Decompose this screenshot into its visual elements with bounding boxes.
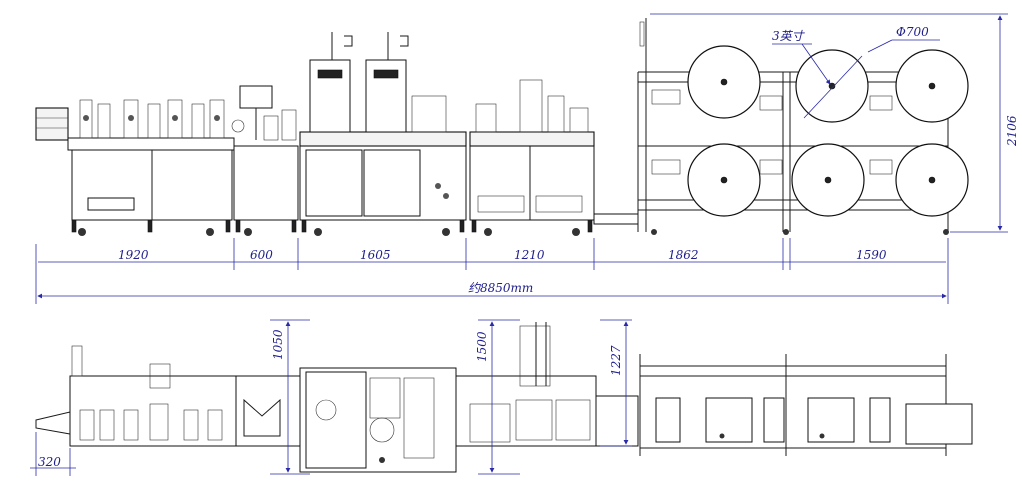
dim-segment-5: 1862 <box>668 248 699 262</box>
reel-annotations: 3英寸 Φ700 <box>772 25 940 119</box>
section-welding <box>231 85 299 236</box>
top-dim-1227: 1227 <box>609 345 623 376</box>
section-forming <box>299 32 467 236</box>
height-dimension: 2106 <box>650 13 1019 233</box>
infeed-nose <box>35 411 71 435</box>
reel-diameter-label: Φ700 <box>896 25 929 39</box>
conveyor-bridge <box>593 213 639 225</box>
dim-segment-1: 1920 <box>118 248 149 262</box>
reel-rack <box>637 18 969 235</box>
dim-segment-4: 1210 <box>514 248 545 262</box>
front-view: 3英寸 Φ700 2106 1920 600 1605 1210 1 <box>35 13 1019 304</box>
top-view: 1050 1500 1227 320 <box>30 319 973 476</box>
reel-core-label: 3英寸 <box>772 29 806 43</box>
section-feeding <box>35 99 235 236</box>
dim-segment-3: 1605 <box>360 248 391 262</box>
top-dim-320: 320 <box>38 455 61 469</box>
section-cutting <box>469 79 595 236</box>
height-dim-label: 2106 <box>1005 115 1019 147</box>
dim-segment-6: 1590 <box>856 248 887 262</box>
total-length-label: 约8850mm <box>468 281 533 295</box>
segment-dimensions: 1920 600 1605 1210 1862 1590 约8850mm <box>35 238 949 304</box>
top-dim-1500: 1500 <box>475 331 489 362</box>
top-dim-1050: 1050 <box>271 329 285 360</box>
dim-segment-2: 600 <box>250 248 273 262</box>
